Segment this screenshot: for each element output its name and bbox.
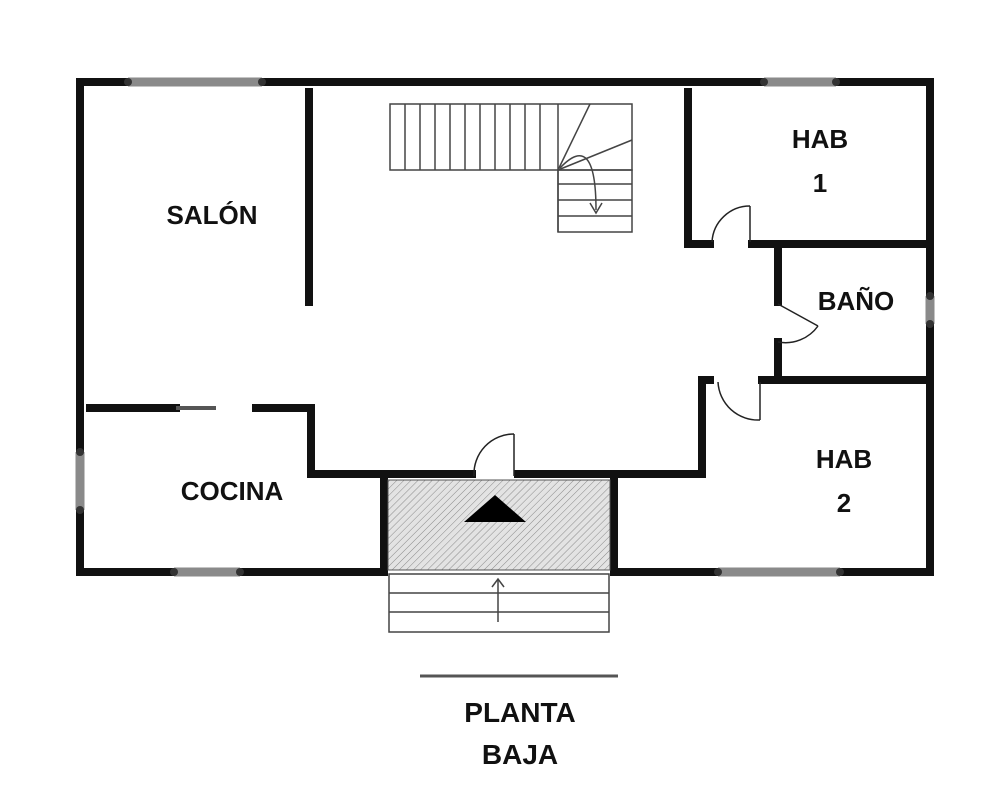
window-bottom-right <box>714 567 844 577</box>
room-label-hab1-line2: 1 <box>813 168 827 198</box>
window-bottom-left <box>170 567 244 577</box>
caption-line2: BAJA <box>482 739 558 770</box>
entrance-steps <box>388 573 610 633</box>
room-label-hab2-line1: HAB <box>816 444 872 474</box>
caption-line1: PLANTA <box>464 697 575 728</box>
window-left <box>75 448 85 514</box>
interior-walls <box>86 88 926 570</box>
windows <box>75 77 935 577</box>
window-top-left <box>124 77 266 87</box>
door-hab2 <box>717 381 761 421</box>
room-label-cocina: COCINA <box>181 476 284 506</box>
doors <box>473 205 819 477</box>
door-hab1 <box>711 205 751 243</box>
room-label-hab2-line2: 2 <box>837 488 851 518</box>
door-main-entrance <box>473 433 515 477</box>
room-label-bano: BAÑO <box>818 286 895 316</box>
entrance-arrow-icon <box>464 495 526 522</box>
entrance-vestibule <box>387 479 611 571</box>
staircase <box>389 103 633 233</box>
room-label-hab1-line1: HAB <box>792 124 848 154</box>
room-label-salon: SALÓN <box>167 200 258 230</box>
window-right <box>925 292 935 328</box>
window-top-right <box>760 77 840 87</box>
door-bano <box>777 303 819 344</box>
